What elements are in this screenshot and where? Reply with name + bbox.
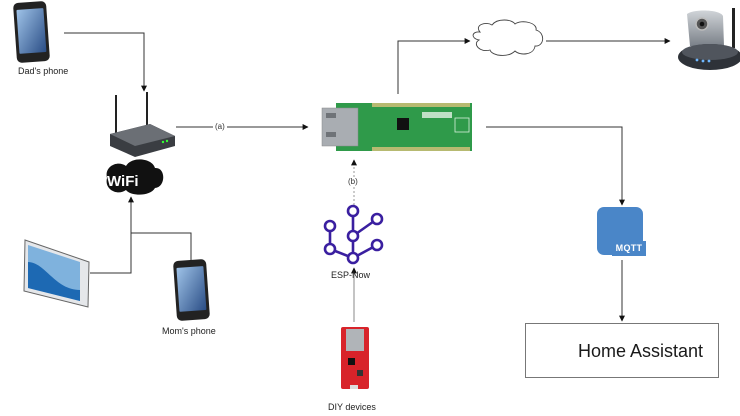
- wifi-logo-icon: WiFi: [106, 159, 164, 195]
- dads-phone-icon[interactable]: [13, 1, 50, 63]
- edge-board-to-cloud: [397, 38, 471, 94]
- diy-devices-icon[interactable]: [341, 327, 369, 389]
- edge-b-label: (b): [346, 177, 360, 186]
- esp-now-label: ESP-Now: [331, 270, 371, 280]
- home-assistant-node[interactable]: Home Assistant: [525, 323, 719, 378]
- ip-camera-icon[interactable]: [678, 8, 740, 70]
- svg-text:WiFi: WiFi: [107, 173, 139, 190]
- connectors: [64, 32, 671, 322]
- tablet-icon[interactable]: [23, 239, 90, 308]
- dads-phone-label: Dad's phone: [18, 66, 69, 76]
- mqtt-label: MQTT: [612, 241, 646, 256]
- edge-moms-phone-to-wifi: [131, 232, 192, 260]
- edge-board-to-mqtt: [486, 126, 625, 206]
- esp-now-icon[interactable]: [323, 204, 384, 265]
- edge-dads-phone-to-router: [64, 32, 147, 92]
- diy-devices-label: DIY devices: [328, 402, 376, 412]
- home-assistant-label: Home Assistant: [578, 341, 704, 361]
- router-icon[interactable]: [110, 92, 175, 157]
- ethernet-board-icon[interactable]: [321, 103, 472, 151]
- edge-a-label: (a): [213, 122, 227, 131]
- moms-phone-icon[interactable]: [173, 259, 210, 321]
- cloud-icon[interactable]: [472, 19, 544, 56]
- edge-tablet-to-wifi: [90, 196, 134, 274]
- moms-phone-label: Mom's phone: [162, 326, 216, 336]
